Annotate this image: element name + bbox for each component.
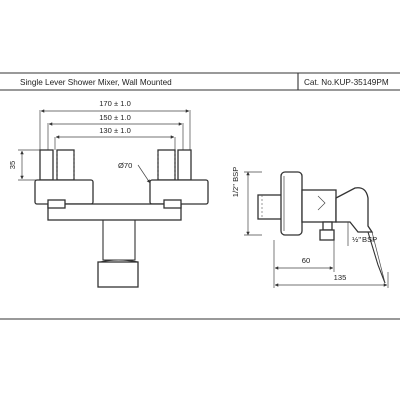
lever-handle [367,231,386,284]
dim-label-130: 130 ± 1.0 [99,126,131,135]
dim-label-diameter: Ø70 [118,161,132,170]
dim-label-35: 35 [8,161,17,169]
dim-label-150: 150 ± 1.0 [99,113,131,122]
product-title: Single Lever Shower Mixer, Wall Mounted [20,78,172,87]
shower-outlet [97,261,139,288]
dim-label-60: 60 [302,256,310,265]
side-outlet [319,229,335,241]
lever-handle-edge [371,231,386,284]
diameter-leader [137,164,151,184]
side-body [301,189,337,223]
side-view: 1/2" BSP ½" BSP 60 135 [231,167,389,288]
catalog-number: Cat. No.KUP-35149PM [304,78,389,87]
title-block: Single Lever Shower Mixer, Wall Mounted … [0,72,400,91]
mixer-body [47,203,182,221]
dim-label-bsp-vertical: 1/2" BSP [231,167,240,198]
side-body-detail [317,195,326,211]
right-body-cap [163,199,182,209]
dim-label-170: 170 ± 1.0 [99,99,131,108]
left-connector-nut [39,149,54,181]
side-outlet-neck [322,221,333,231]
front-view: 170 ± 1.0 150 ± 1.0 130 ± 1.0 35 Ø70 [8,99,209,288]
dim-label-135: 135 [334,273,347,282]
bsp-outlet-half: ½" [352,235,361,244]
left-connector-thread [56,149,75,181]
inlet-pipe [257,194,283,220]
right-connector-thread [157,149,176,181]
mixer-lever [335,187,374,233]
left-body-cap [47,199,66,209]
center-stem [102,220,136,261]
right-connector-nut [177,149,192,181]
bsp-outlet-label: BSP [362,235,377,244]
